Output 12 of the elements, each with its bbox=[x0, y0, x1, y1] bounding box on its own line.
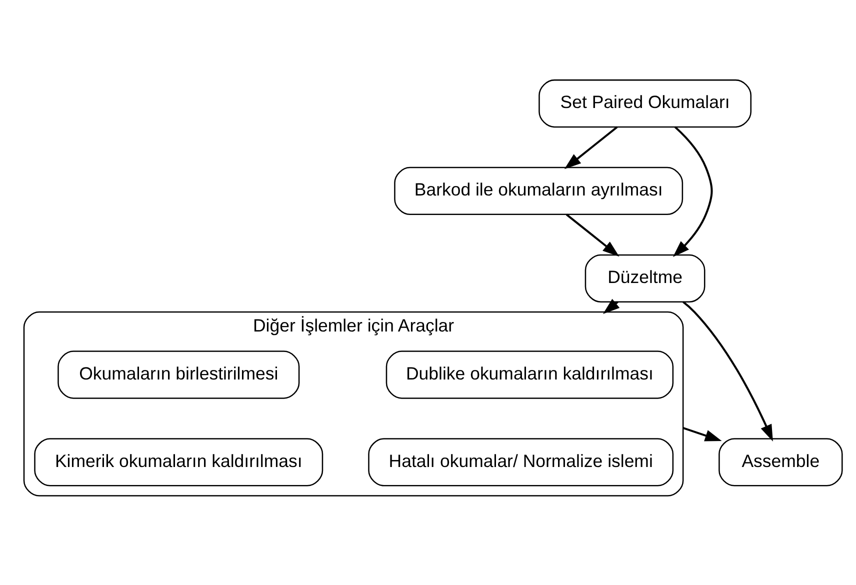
arrow bbox=[672, 126, 713, 257]
node-box: Set Paired Okumaları bbox=[538, 78, 752, 128]
arrow bbox=[566, 213, 620, 256]
node-box: Hatalı okumalar/ Normalize islemi bbox=[368, 438, 674, 486]
node-box: Dublike okumaların kaldırılması bbox=[386, 350, 674, 398]
arrow bbox=[564, 126, 618, 169]
arrow bbox=[682, 426, 722, 441]
node-box: Okumaların birlestirilmesi bbox=[58, 350, 300, 398]
node-box: Düzeltme bbox=[584, 254, 706, 302]
node-box: Kimerik okumaların kaldırılması bbox=[34, 438, 324, 486]
node-box: Barkod ile okumaların ayrılması bbox=[394, 166, 684, 215]
node-box: Assemble bbox=[718, 438, 843, 486]
